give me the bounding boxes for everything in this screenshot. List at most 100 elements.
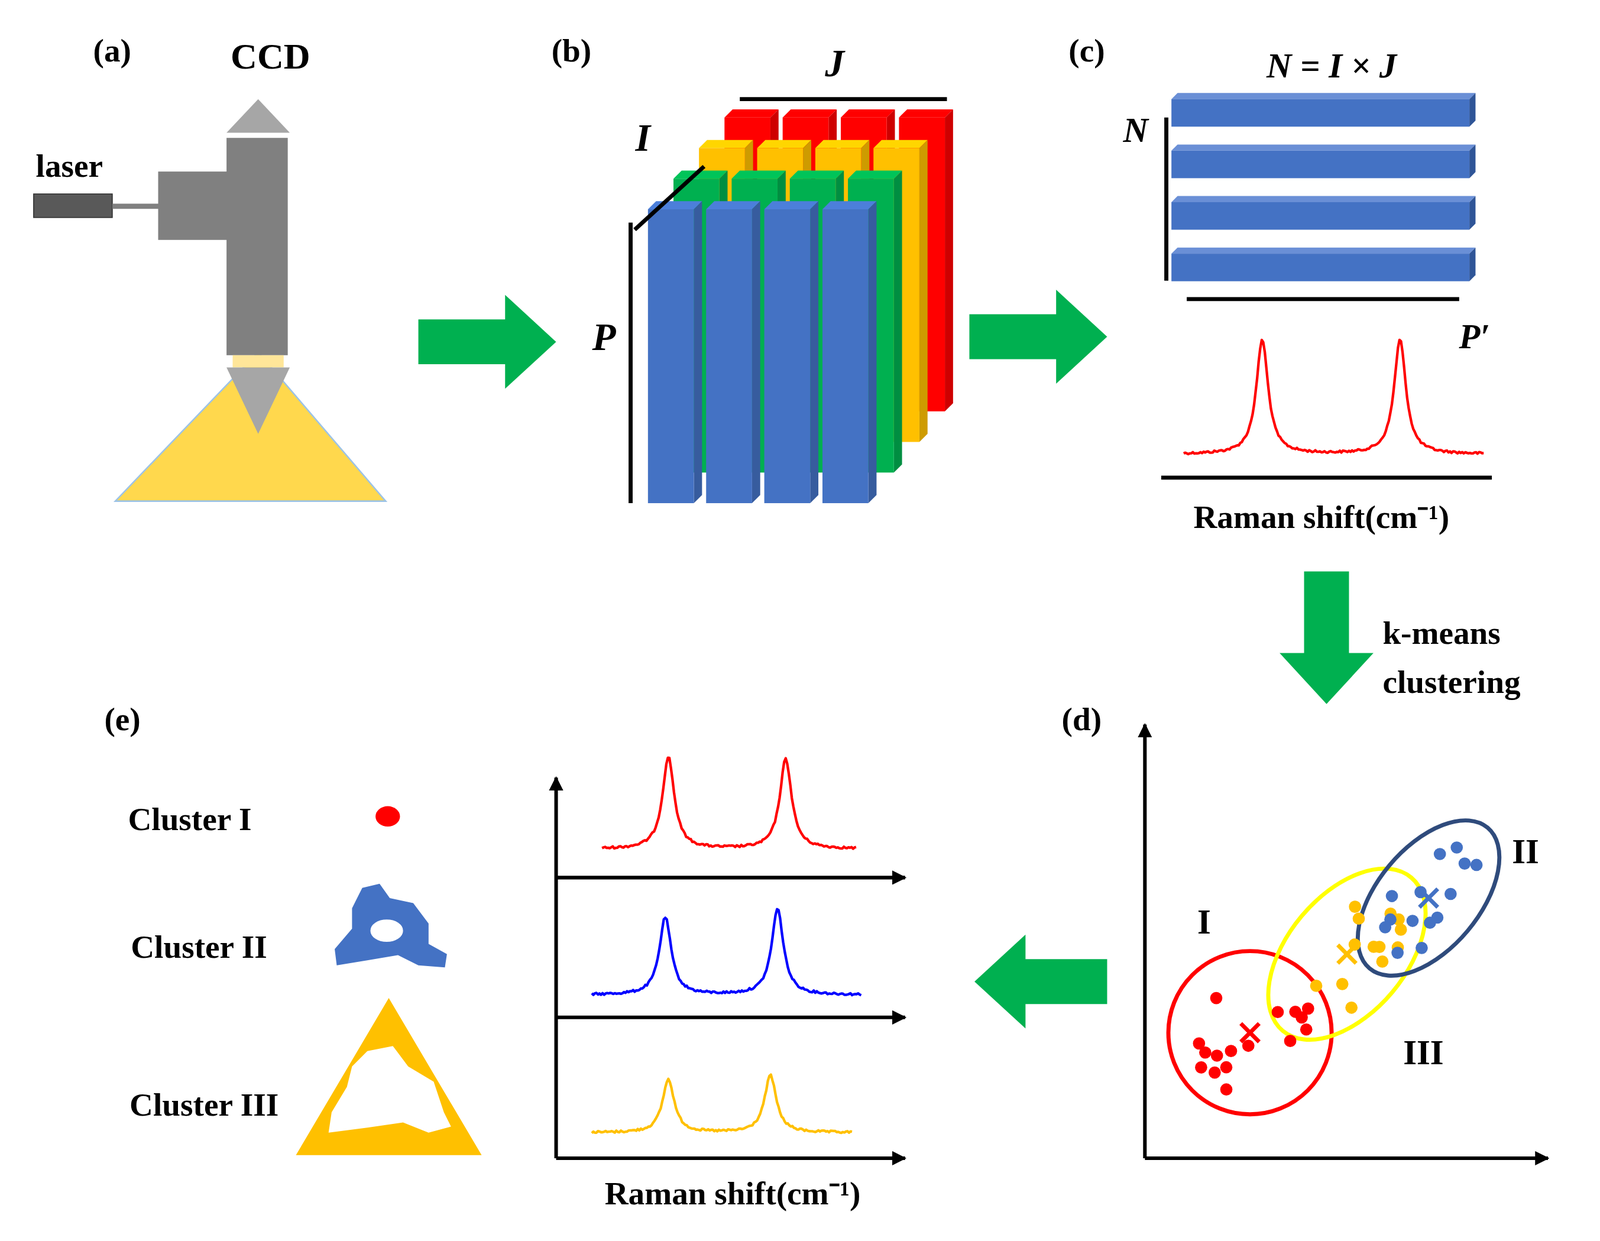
sample-triangle xyxy=(115,352,386,502)
bar-top xyxy=(815,140,870,149)
data-point xyxy=(1458,857,1472,870)
bar-front xyxy=(648,209,695,504)
data-point xyxy=(1450,841,1463,854)
cluster-1-spectrum xyxy=(601,758,857,850)
bar-side xyxy=(868,201,877,504)
process-arrow xyxy=(974,934,1107,1029)
detector-label: CCD xyxy=(230,36,311,77)
spectra-x-axis xyxy=(556,1015,906,1020)
data-point xyxy=(1345,1001,1358,1015)
figure-panel: (b) xyxy=(556,30,970,511)
spectrum-row xyxy=(1171,253,1470,282)
bar-top xyxy=(822,201,877,210)
data-point xyxy=(1220,1061,1233,1074)
row-side xyxy=(1469,247,1476,282)
spectra-y-axis xyxy=(554,777,559,1159)
row-top xyxy=(1171,92,1476,99)
bar-top xyxy=(705,201,760,210)
bar-front xyxy=(822,209,869,504)
spectra-x-axis xyxy=(556,875,906,880)
microscope-column xyxy=(226,137,288,356)
data-point xyxy=(1470,859,1483,872)
p-prime-dimension-line xyxy=(1186,296,1460,301)
data-point xyxy=(1192,1037,1206,1050)
process-arrow xyxy=(1279,571,1374,704)
objective-band xyxy=(232,355,284,368)
bar-side xyxy=(694,201,703,504)
bar-top xyxy=(764,201,819,210)
data-point xyxy=(1352,912,1366,925)
data-point xyxy=(1300,1023,1313,1036)
bar-top xyxy=(731,170,786,179)
bar-top xyxy=(840,109,895,118)
bar-side xyxy=(944,109,954,412)
cluster-3-map xyxy=(295,998,482,1156)
laser-source xyxy=(33,193,113,218)
cluster-name: Cluster I xyxy=(127,801,252,838)
data-point xyxy=(1391,946,1404,960)
bar-side xyxy=(894,170,903,473)
spectrum-row xyxy=(1171,99,1470,128)
cluster-scatter xyxy=(1144,724,1548,1159)
data-point xyxy=(1220,1083,1233,1096)
data-point xyxy=(1336,977,1349,991)
n-dimension-line xyxy=(1164,117,1169,281)
process-arrow xyxy=(418,295,557,390)
axis-label: Raman shift(cm⁻¹) xyxy=(1193,499,1450,536)
figure-panel: (e) xyxy=(91,704,975,1225)
data-point xyxy=(1376,955,1389,968)
raman-axis-line xyxy=(1161,475,1492,480)
edge-label: k-means clustering xyxy=(1382,609,1600,708)
panel-label: (c) xyxy=(1068,33,1105,70)
dimension-label: P xyxy=(592,315,617,358)
dimension-label: I xyxy=(635,116,651,160)
data-point xyxy=(1378,921,1392,934)
cluster-centroid xyxy=(1241,1023,1260,1042)
axis-label: Raman shift(cm⁻¹) xyxy=(604,1176,861,1213)
row-side xyxy=(1469,144,1476,178)
bar-side xyxy=(752,201,761,504)
data-point xyxy=(1310,979,1323,993)
bar-top xyxy=(847,170,902,179)
row-top xyxy=(1171,144,1476,151)
coupler-block xyxy=(157,171,230,241)
data-point xyxy=(1225,1044,1238,1058)
spectra-x-axis xyxy=(556,1156,906,1161)
figure-panel: (c) xyxy=(1106,30,1592,572)
j-dimension-line xyxy=(739,96,947,102)
x-axis xyxy=(1144,1156,1548,1161)
laser-label: laser xyxy=(36,148,103,185)
ccd-triangle xyxy=(226,99,290,134)
spectrum-row xyxy=(1171,150,1470,179)
cluster-2-spectrum xyxy=(591,909,862,996)
i-dimension-line xyxy=(634,166,704,231)
row-top xyxy=(1171,196,1476,203)
bar-front xyxy=(705,209,753,504)
cluster-name: Cluster II xyxy=(130,928,268,965)
bar-side xyxy=(919,140,928,443)
data-point xyxy=(1385,889,1399,903)
bar-side xyxy=(810,201,819,504)
cluster-boundary xyxy=(1168,951,1332,1115)
row-side xyxy=(1469,92,1476,127)
cluster-boundary xyxy=(1330,794,1527,1002)
laser-fiber xyxy=(112,203,160,210)
bar-top xyxy=(782,109,837,118)
cluster-2-map xyxy=(334,883,448,968)
raman-spectrum xyxy=(1183,339,1484,455)
bar-top xyxy=(873,140,928,149)
hyperspectral-cube xyxy=(630,99,954,504)
cluster-3-spectrum xyxy=(591,1074,853,1134)
dimension-label: N xyxy=(1123,111,1149,151)
unfolded-matrix xyxy=(1161,92,1492,478)
cluster-centroid xyxy=(1419,888,1438,908)
cluster-number: II xyxy=(1511,833,1540,872)
figure-panel: (a) xyxy=(20,30,419,511)
dimension-label: J xyxy=(824,41,845,85)
beam-triangle xyxy=(226,367,290,434)
data-point xyxy=(1367,940,1381,954)
data-point xyxy=(1208,1066,1221,1080)
data-point xyxy=(1415,941,1428,955)
panel-label: (a) xyxy=(93,33,132,70)
